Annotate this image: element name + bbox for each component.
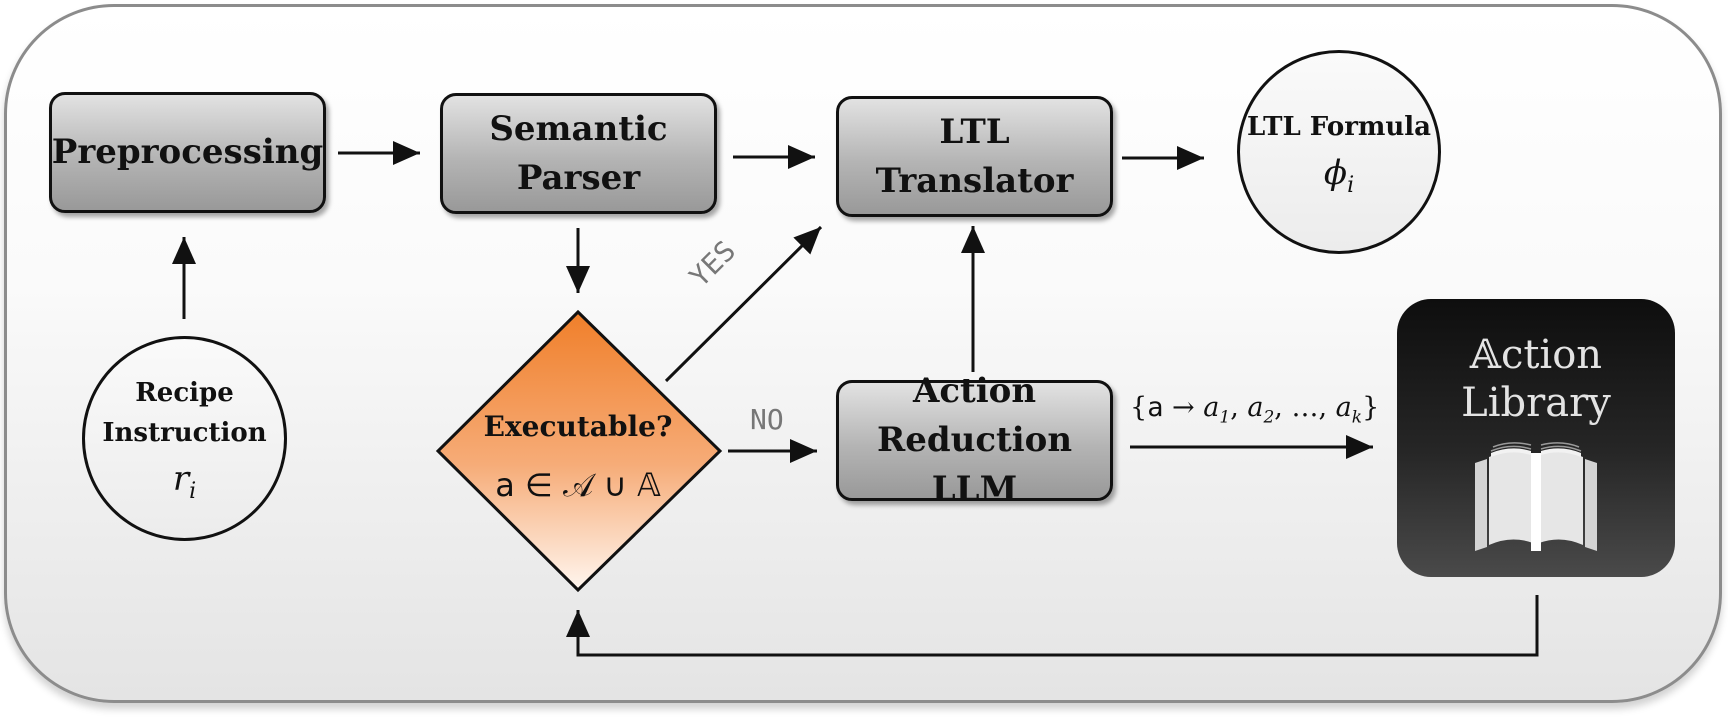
ltl-formula-circle: LTL Formula ϕi <box>1237 50 1441 254</box>
executable-diamond <box>435 309 723 593</box>
recipe-symbol: ri <box>172 459 197 504</box>
no-label: NO <box>750 403 784 436</box>
preprocessing-label: Preprocessing <box>51 132 324 172</box>
recipe-label-line1: Recipe <box>135 378 234 409</box>
recipe-label-line2: Instruction <box>102 418 267 449</box>
action-reduction-label-line2: Reduction LLM <box>876 420 1073 509</box>
ltl-translator-box: LTL Translator <box>836 96 1113 217</box>
semantic-parser-label-line2: Parser <box>516 157 641 198</box>
preprocessing-box: Preprocessing <box>49 92 326 213</box>
action-mapping-label: {a → a1, a2, …, ak} <box>1130 392 1380 428</box>
semantic-parser-box: Semantic Parser <box>440 93 717 214</box>
action-library-title-line1: 𝔸ction <box>1469 332 1603 378</box>
ltl-formula-label: LTL Formula <box>1246 111 1432 142</box>
executable-question: Executable? <box>483 410 673 443</box>
action-library-title: 𝔸ction Library <box>1461 331 1611 427</box>
ltl-formula-symbol: ϕi <box>1323 152 1355 198</box>
action-reduction-box: Action Reduction LLM <box>836 371 1113 509</box>
action-reduction-label-line1: Action <box>912 371 1037 411</box>
recipe-instruction-circle: Recipe Instruction ri <box>82 336 287 541</box>
ltl-translator-label-line1: LTL <box>939 111 1010 152</box>
action-library-title-line2: Library <box>1461 380 1611 426</box>
book-icon <box>1475 442 1597 551</box>
arrow-yes-to-translator <box>664 225 823 383</box>
semantic-parser-label-line1: Semantic <box>489 108 668 149</box>
executable-condition: a ∈ 𝒜 ∪ 𝔸 <box>495 466 661 504</box>
action-library-panel: 𝔸ction Library <box>1397 299 1675 577</box>
ltl-translator-label-line2: Translator <box>875 160 1074 201</box>
arrow-library-to-executable <box>566 595 1539 657</box>
